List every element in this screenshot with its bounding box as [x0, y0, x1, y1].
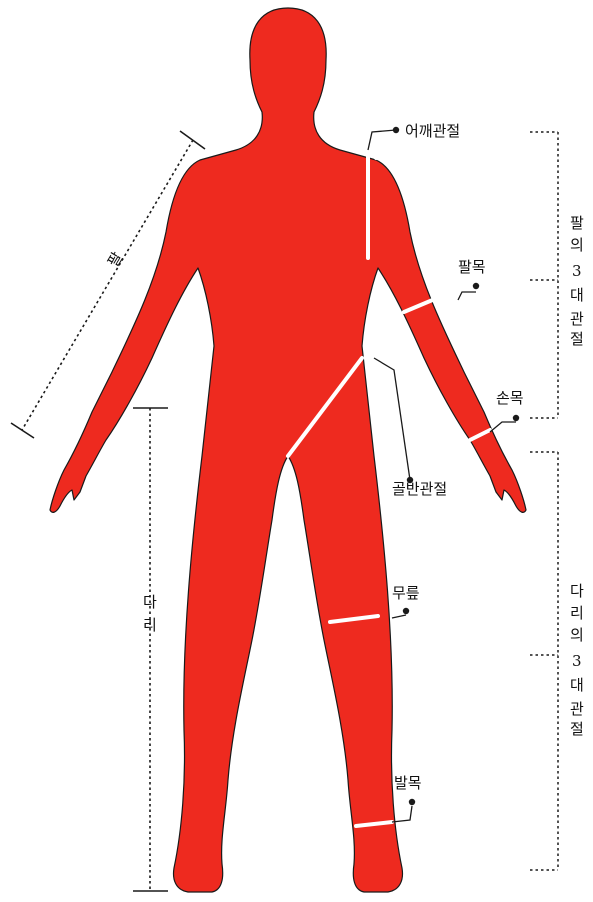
- leg-joints-label-char-5: 대: [570, 676, 584, 694]
- elbow-joint-label: 팔목: [458, 258, 486, 276]
- shoulder-joint-label: 어깨관절: [405, 122, 460, 140]
- leg-joints-label-char-3: 의: [570, 626, 584, 644]
- shoulder-dot: [393, 127, 399, 133]
- arm-joints-label-char-5: 관: [570, 310, 584, 328]
- leg-joints-label-char-7: 절: [570, 720, 584, 738]
- leg-joints-label-char-6: 관: [570, 700, 584, 718]
- elbow-dot: [473, 283, 479, 289]
- leg-label-char-2: 리: [143, 616, 157, 634]
- ankle-dot: [409, 799, 415, 805]
- arm-joints-label-char-1: 팔: [570, 214, 584, 232]
- leg-label-char-1: 다: [143, 593, 157, 611]
- leg-joints-brace: [530, 452, 558, 870]
- arm-joints-label-char-6: 절: [570, 330, 584, 348]
- arm-joints-label-char-4: 대: [570, 286, 584, 304]
- wrist-dot: [513, 415, 519, 421]
- arm-joints-brace: [530, 132, 558, 418]
- arm-joints-label-char-3: 3: [572, 262, 582, 280]
- arm-label: 팔: [104, 249, 127, 270]
- hip-joint-label: 골반관절: [392, 480, 447, 498]
- arm-joints-label-char-2: 의: [570, 236, 584, 254]
- ankle-joint-label: 발목: [394, 774, 422, 792]
- knee-dot: [403, 608, 409, 614]
- leg-joints-label-char-2: 리: [570, 604, 584, 622]
- wrist-joint-label: 손목: [496, 389, 524, 407]
- leg-joints-label-char-4: 3: [572, 652, 582, 670]
- knee-joint-label: 무릎: [392, 584, 420, 602]
- leg-bracket: [133, 408, 168, 891]
- body-silhouette: [50, 8, 526, 892]
- leg-joints-label-char-1: 다: [570, 582, 584, 600]
